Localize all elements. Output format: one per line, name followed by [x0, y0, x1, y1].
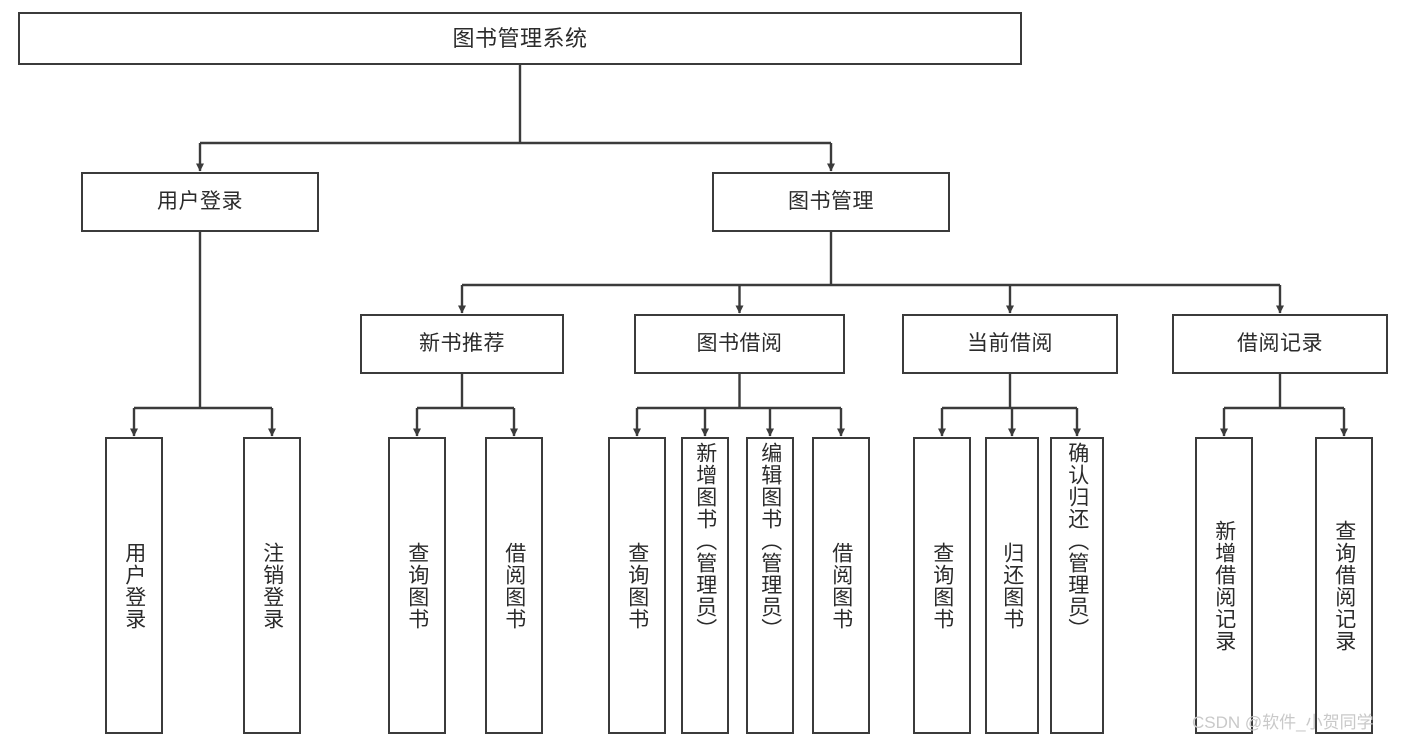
- node-leaf-query-book-1[interactable]: 查询图书: [388, 437, 446, 734]
- node-leaf-user-login[interactable]: 用户登录: [105, 437, 163, 734]
- node-leaf-query-book-3[interactable]: 查询图书: [913, 437, 971, 734]
- node-leaf-query-record[interactable]: 查询借阅记录: [1315, 437, 1373, 734]
- node-label: 查询图书: [405, 541, 429, 630]
- node-label: 图书管理系统: [452, 25, 588, 51]
- node-book-borrow[interactable]: 图书借阅: [634, 314, 845, 374]
- node-label: 确认归还（管理员）: [1065, 442, 1089, 640]
- node-label: 用户登录: [122, 541, 146, 630]
- node-label: 图书管理: [788, 189, 874, 213]
- node-new-book-rec[interactable]: 新书推荐: [360, 314, 564, 374]
- node-label: 查询借阅记录: [1332, 519, 1356, 652]
- node-book-manage[interactable]: 图书管理: [712, 172, 950, 232]
- watermark: CSDN @软件_小贺同学: [1192, 713, 1374, 732]
- node-current-borrow[interactable]: 当前借阅: [902, 314, 1118, 374]
- node-label: 查询图书: [930, 541, 954, 630]
- node-label: 编辑图书（管理员）: [758, 442, 782, 640]
- node-root[interactable]: 图书管理系统: [18, 12, 1022, 65]
- node-leaf-user-logout[interactable]: 注销登录: [243, 437, 301, 734]
- node-leaf-add-book[interactable]: 新增图书（管理员）: [681, 437, 729, 734]
- node-leaf-return-book[interactable]: 归还图书: [985, 437, 1039, 734]
- node-label: 用户登录: [157, 189, 243, 213]
- node-user-login[interactable]: 用户登录: [81, 172, 319, 232]
- node-leaf-borrow-book-1[interactable]: 借阅图书: [485, 437, 543, 734]
- node-label: 借阅图书: [829, 541, 853, 630]
- node-label: 借阅图书: [502, 541, 526, 630]
- node-label: 借阅记录: [1237, 331, 1323, 355]
- node-borrow-record[interactable]: 借阅记录: [1172, 314, 1388, 374]
- node-label: 注销登录: [260, 541, 284, 630]
- node-label: 当前借阅: [967, 331, 1053, 355]
- node-label: 图书借阅: [696, 331, 783, 355]
- node-leaf-edit-book[interactable]: 编辑图书（管理员）: [746, 437, 794, 734]
- node-leaf-add-record[interactable]: 新增借阅记录: [1195, 437, 1253, 734]
- node-label: 新书推荐: [419, 331, 505, 355]
- node-label: 归还图书: [1000, 541, 1024, 630]
- node-label: 新增图书（管理员）: [693, 442, 717, 640]
- node-label: 新增借阅记录: [1212, 519, 1236, 652]
- node-leaf-borrow-book-2[interactable]: 借阅图书: [812, 437, 870, 734]
- node-leaf-query-book-2[interactable]: 查询图书: [608, 437, 666, 734]
- node-leaf-confirm-return[interactable]: 确认归还（管理员）: [1050, 437, 1104, 734]
- node-label: 查询图书: [625, 541, 649, 630]
